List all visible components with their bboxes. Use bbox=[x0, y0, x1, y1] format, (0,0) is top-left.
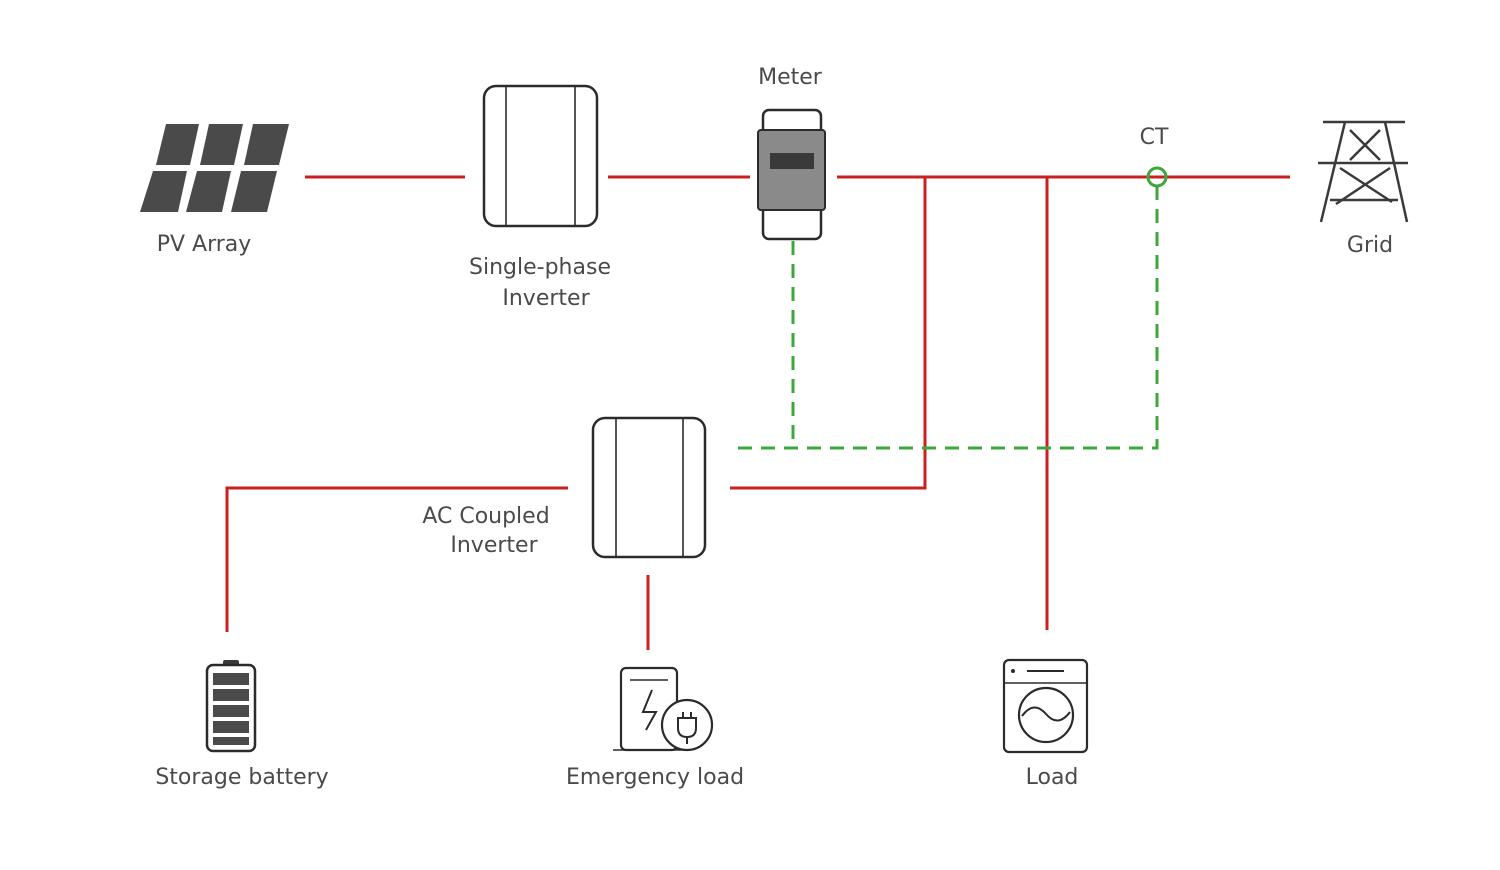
load: Load bbox=[1002, 658, 1089, 790]
ac-coupled-inverter-label-line1: AC Coupled bbox=[422, 504, 549, 529]
pv-array-label: PV Array bbox=[157, 232, 252, 257]
washing-machine-icon bbox=[1002, 658, 1089, 754]
transmission-tower-icon bbox=[1318, 120, 1409, 223]
emergency-load: Emergency load bbox=[566, 666, 744, 790]
grid-label: Grid bbox=[1347, 233, 1393, 258]
storage-battery-label: Storage battery bbox=[155, 765, 328, 790]
power-lines bbox=[225, 175, 1290, 650]
comm-lines bbox=[730, 186, 1159, 450]
solar-panel-icon bbox=[140, 124, 289, 212]
meter-label: Meter bbox=[758, 65, 823, 90]
pv-array: PV Array bbox=[140, 124, 289, 257]
emergency-load-icon bbox=[613, 666, 714, 752]
single-phase-inverter: Single-phase Inverter bbox=[469, 84, 611, 311]
ct-label: CT bbox=[1140, 125, 1169, 150]
storage-battery: Storage battery bbox=[155, 660, 329, 790]
grid: Grid bbox=[1318, 120, 1409, 258]
single-phase-inverter-label-line1: Single-phase bbox=[469, 255, 611, 280]
meter-icon bbox=[757, 108, 826, 241]
inverter-icon bbox=[591, 416, 707, 559]
comm-line-ct bbox=[730, 186, 1159, 450]
battery-icon bbox=[205, 660, 257, 753]
ac-coupled-inverter: AC Coupled Inverter bbox=[422, 416, 707, 559]
single-phase-inverter-label-line2: Inverter bbox=[502, 286, 590, 311]
ct-icon bbox=[1146, 166, 1168, 188]
load-label: Load bbox=[1026, 765, 1079, 790]
ct: CT bbox=[1140, 125, 1169, 188]
inverter-icon bbox=[482, 84, 599, 228]
emergency-load-label: Emergency load bbox=[566, 765, 744, 790]
ac-coupled-inverter-label-line2: Inverter bbox=[450, 533, 538, 558]
meter: Meter bbox=[757, 65, 826, 241]
line-bus-to-ac-inverter bbox=[730, 177, 927, 490]
line-ac-inverter-to-battery bbox=[225, 486, 568, 632]
